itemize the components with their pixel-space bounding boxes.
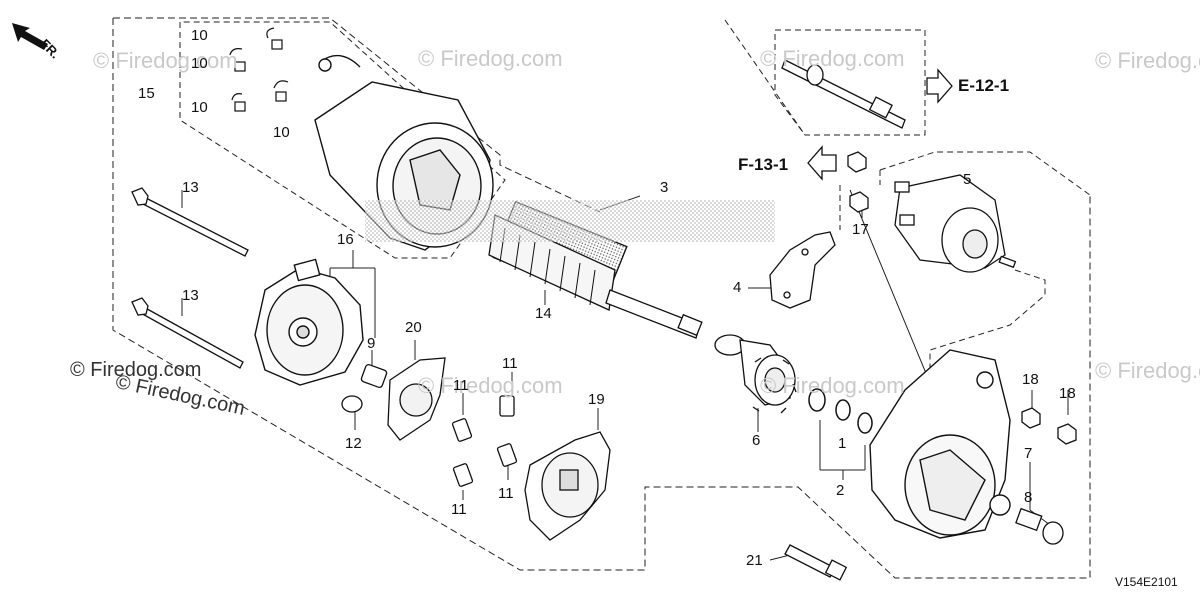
watermark: © Firedog.com xyxy=(93,48,238,73)
watermark-dark: © Firedog.com xyxy=(70,359,202,381)
callout-18: 18 xyxy=(1059,385,1076,402)
callout-7: 7 xyxy=(1024,445,1033,462)
callout-17: 17 xyxy=(852,221,869,238)
commutator-end-frame xyxy=(254,258,364,386)
watermark: © Firedog.com xyxy=(760,46,905,71)
callout-4: 4 xyxy=(733,279,742,296)
nuts-18 xyxy=(1021,407,1077,445)
callout-10: 10 xyxy=(191,55,208,72)
watermark: © Firedog.com xyxy=(1095,48,1200,73)
callout-8: 8 xyxy=(1024,489,1033,506)
bearing-9 xyxy=(360,363,388,389)
front-direction-arrow-icon xyxy=(12,23,48,50)
bolt-21 xyxy=(784,544,848,581)
callout-13: 13 xyxy=(182,287,199,304)
solenoid xyxy=(894,174,1017,273)
group-outline-solenoid xyxy=(839,151,1091,395)
callout-10: 10 xyxy=(191,99,208,116)
ref-arrows xyxy=(807,68,953,181)
brush-10d xyxy=(275,91,287,102)
callout-11: 11 xyxy=(451,501,467,518)
diagram-code: V154E2101 xyxy=(1115,575,1178,589)
watermark: © Firedog.com xyxy=(418,46,563,71)
callout-9: 9 xyxy=(367,335,376,352)
callout-10: 10 xyxy=(273,124,290,141)
reference-e12-1[interactable]: E-12-1 xyxy=(958,76,1010,95)
shift-lever xyxy=(769,231,836,309)
brush-10c xyxy=(234,101,246,112)
watermark: © Firedog.com xyxy=(760,373,905,398)
brush-10a xyxy=(271,39,283,50)
through-bolts-13 xyxy=(131,187,249,369)
brush-holder-19 xyxy=(524,431,611,541)
drive-end-housing xyxy=(869,349,1011,539)
callout-11: 11 xyxy=(498,485,514,502)
callout-14: 14 xyxy=(535,305,552,322)
callout-21: 21 xyxy=(746,552,763,569)
brush-10b xyxy=(234,61,246,72)
callout-3: 3 xyxy=(660,179,669,196)
callout-19: 19 xyxy=(588,391,605,408)
springs-11 xyxy=(451,395,518,487)
callout-18: 18 xyxy=(1022,371,1039,388)
callout-2: 2 xyxy=(836,482,845,499)
callout-11: 11 xyxy=(502,355,518,372)
bushing-and-cap xyxy=(1015,507,1064,545)
watermark: © Firedog.com xyxy=(1095,358,1200,383)
callout-13: 13 xyxy=(182,179,199,196)
through-bolt-stud xyxy=(781,59,906,129)
brush-assembly xyxy=(229,27,289,112)
honda-logo-watermark xyxy=(365,200,775,242)
reference-f13-1[interactable]: F-13-1 xyxy=(738,155,789,174)
grommet-12 xyxy=(341,395,363,413)
brush-plate-20 xyxy=(387,357,446,441)
callout-16: 16 xyxy=(337,231,354,248)
callout-11: 11 xyxy=(453,377,469,394)
callout-6: 6 xyxy=(752,432,761,449)
nuts-17 xyxy=(847,151,869,213)
arrow-right-icon xyxy=(926,68,953,104)
group-outline-left xyxy=(112,17,1091,579)
callout-5: 5 xyxy=(963,171,972,188)
callout-15: 15 xyxy=(138,85,155,102)
callout-10: 10 xyxy=(191,27,208,44)
callout-20: 20 xyxy=(405,319,422,336)
callout-12: 12 xyxy=(345,435,362,452)
arrow-left-icon xyxy=(807,145,837,181)
watermark: © Firedog.com xyxy=(418,373,563,398)
washers xyxy=(808,388,873,434)
group-outline-bolt xyxy=(724,19,926,136)
callout-1: 1 xyxy=(838,435,847,452)
pinion-clutch xyxy=(714,334,797,414)
